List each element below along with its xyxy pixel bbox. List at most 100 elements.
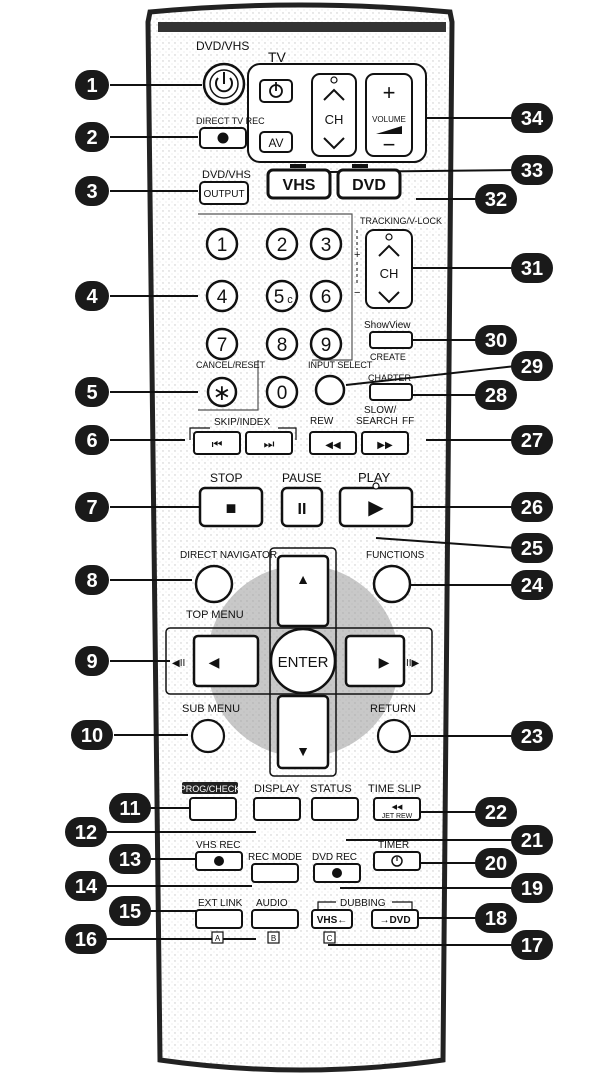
dvd-select-button[interactable]: DVD <box>336 168 402 200</box>
stop-button[interactable]: ■ <box>198 486 264 528</box>
digit-label: 6 <box>321 287 332 308</box>
status-button[interactable] <box>311 797 359 821</box>
output-button[interactable]: OUTPUT <box>199 181 249 205</box>
create-label: CREATE <box>370 352 406 362</box>
digit-button-0[interactable]: 0 <box>265 375 299 409</box>
rec-mode-label: REC MODE <box>248 852 302 863</box>
digit-button-4[interactable]: 4 <box>205 279 239 313</box>
digit-button-3[interactable]: 3 <box>309 227 343 261</box>
cancel-reset-button[interactable]: ∗ <box>206 376 238 408</box>
arrow-right-icon: ▶ <box>379 654 390 670</box>
showview-button[interactable] <box>369 331 413 349</box>
vhs-select-button[interactable]: VHS <box>266 168 332 200</box>
callout-31: 31 <box>511 253 553 283</box>
tv-channel-rocker[interactable]: CH <box>311 73 357 157</box>
enter-button[interactable]: ENTER <box>269 627 337 695</box>
cursor-down-button[interactable]: ▼ <box>276 694 330 770</box>
callout-number: 6 <box>86 430 97 452</box>
ext-link-button[interactable] <box>195 909 243 929</box>
slow-left-icon: ◀II <box>172 658 185 669</box>
callout-number: 2 <box>86 127 97 149</box>
digit-button-7[interactable]: 7 <box>205 327 239 361</box>
return-button[interactable] <box>376 718 412 754</box>
tracking-channel-rocker[interactable]: CH <box>365 229 413 309</box>
callout-number: 8 <box>86 570 97 592</box>
skip-back-button[interactable]: ⏮ <box>193 431 241 455</box>
callout-6: 6 <box>75 425 109 455</box>
callout-23: 23 <box>511 721 553 751</box>
digit-button-2[interactable]: 2 <box>265 227 299 261</box>
time-slip-button[interactable]: ◀◀ JET REW <box>373 797 421 821</box>
dvd-vhs-power-label: DVD/VHS <box>196 39 249 53</box>
dubbing-vhs-button[interactable]: VHS← <box>311 909 353 929</box>
dvd-rec-label: DVD REC <box>312 852 357 863</box>
display-label: DISPLAY <box>254 783 300 795</box>
tv-av-button[interactable]: AV <box>259 131 293 153</box>
digit-button-1[interactable]: 1 <box>205 227 239 261</box>
vhs-indicator <box>290 164 306 168</box>
direct-tv-rec-label: DIRECT TV REC <box>196 116 265 126</box>
cursor-right-button[interactable]: ▶ <box>344 634 406 688</box>
callout-20: 20 <box>475 848 517 878</box>
callout-number: 12 <box>75 822 97 844</box>
callout-27: 27 <box>511 425 553 455</box>
digit-button-6[interactable]: 6 <box>309 279 343 313</box>
dvd-vhs-power-button[interactable] <box>202 62 246 106</box>
top-menu-label: TOP MENU <box>186 609 244 621</box>
rec-mode-button[interactable] <box>251 863 299 883</box>
callout-number: 19 <box>521 878 543 900</box>
callout-25: 25 <box>511 533 553 563</box>
display-button[interactable] <box>253 797 301 821</box>
timer-button[interactable] <box>373 851 421 871</box>
search-label: SEARCH <box>356 416 398 427</box>
play-button[interactable]: ▶ <box>338 482 414 528</box>
input-select-label: INPUT SELECT <box>308 360 373 370</box>
tracking-ch-label: CH <box>380 266 399 281</box>
callout-number: 28 <box>485 385 507 407</box>
tv-power-button[interactable] <box>259 79 293 103</box>
direct-tv-rec-button[interactable] <box>199 127 247 149</box>
direct-navigator-button[interactable] <box>194 564 234 604</box>
callout-29: 29 <box>511 351 553 381</box>
dubbing-dvd-button[interactable]: →DVD <box>371 909 419 929</box>
chevron-down-icon <box>378 291 400 304</box>
callout-16: 16 <box>65 924 107 954</box>
fast-forward-search-button[interactable]: ▶▶ <box>361 431 409 455</box>
fast-forward-icon: ▶▶ <box>377 440 393 451</box>
callout-number: 10 <box>81 725 103 747</box>
rewind-search-button[interactable]: ◀◀ <box>309 431 357 455</box>
pause-button[interactable]: II <box>280 486 324 528</box>
skip-forward-button[interactable]: ⏭ <box>245 431 293 455</box>
callout-21: 21 <box>511 825 553 855</box>
sub-menu-label: SUB MENU <box>182 703 240 715</box>
asterisk-icon: ∗ <box>213 380 231 405</box>
digit-label: 2 <box>277 235 288 256</box>
arrow-up-icon: ▲ <box>296 571 310 587</box>
record-dot-icon <box>214 856 224 866</box>
callout-number: 17 <box>521 935 543 957</box>
dvd-rec-button[interactable] <box>313 863 361 883</box>
callout-number: 4 <box>86 286 98 308</box>
digit-button-9[interactable]: 9 <box>309 327 343 361</box>
callout-5: 5 <box>75 377 109 407</box>
digit-label: 0 <box>277 383 288 404</box>
chevron-down-icon <box>323 137 345 150</box>
audio-button[interactable] <box>251 909 299 929</box>
tv-volume-rocker[interactable]: + VOLUME − <box>365 73 413 157</box>
vhs-rec-button[interactable] <box>195 851 243 871</box>
input-select-button[interactable] <box>314 374 346 406</box>
prog-check-button[interactable] <box>189 797 237 821</box>
digit-label: 4 <box>217 287 228 308</box>
key-c-marker: C <box>323 931 336 944</box>
sub-menu-button[interactable] <box>190 718 226 754</box>
cursor-up-button[interactable]: ▲ <box>276 554 330 628</box>
rew-label: REW <box>310 416 334 427</box>
play-icon: ▶ <box>368 497 384 519</box>
create-chapter-button[interactable] <box>369 383 413 401</box>
functions-button[interactable] <box>372 564 412 604</box>
callout-number: 32 <box>485 189 507 211</box>
dvd-indicator <box>352 164 368 168</box>
digit-button-8[interactable]: 8 <box>265 327 299 361</box>
cursor-left-button[interactable]: ◀ <box>192 634 260 688</box>
